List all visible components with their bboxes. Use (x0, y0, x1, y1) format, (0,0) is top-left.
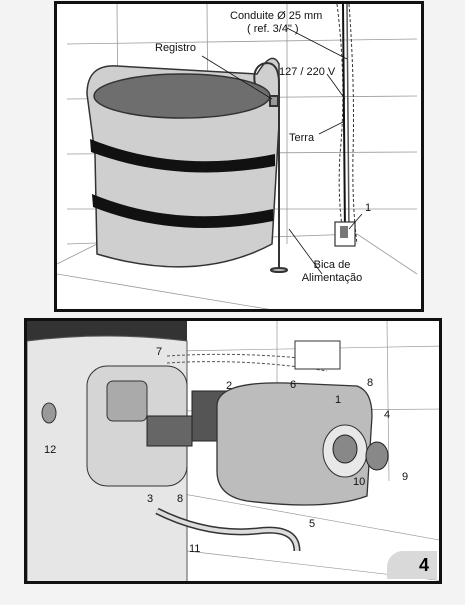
callout-8-left: 8 (177, 493, 184, 505)
wall-outlet-box (294, 340, 341, 370)
callout-7: 7 (156, 346, 163, 358)
faucet-spout (253, 62, 288, 273)
registro-label: Registro (155, 42, 196, 54)
conduit-ref-label: ( ref. 3/4" ) (247, 23, 299, 35)
heater-mechanism (86, 353, 328, 487)
terra-label: Terra (289, 132, 315, 144)
callout-6: 6 (290, 379, 297, 391)
bica-label-line2: Alimentação (301, 272, 363, 284)
bathtub (86, 57, 280, 268)
heater-cover (216, 382, 373, 506)
callout-11: 11 (189, 543, 201, 555)
control-knob (365, 441, 389, 471)
callout-1: 1 (335, 394, 342, 406)
callout-12: 12 (44, 444, 57, 456)
callout-1: 1 (365, 202, 372, 214)
bica-label-line1: Bica de (313, 259, 351, 271)
installation-illustration (57, 4, 418, 309)
callout-10: 10 (353, 476, 366, 488)
callout-8-right: 8 (367, 377, 374, 389)
callout-5: 5 (309, 518, 316, 530)
callout-4: 4 (384, 409, 391, 421)
callout-3: 3 (147, 493, 154, 505)
conduit-label: Conduite Ø 25 mm (230, 10, 323, 22)
callout-9: 9 (402, 471, 409, 483)
callout-2: 2 (226, 380, 233, 392)
installation-diagram-panel: Conduite Ø 25 mm ( ref. 3/4" ) Registro … (54, 1, 424, 312)
leader-lines (201, 27, 363, 275)
exploded-view-panel: 7 2 6 8 1 4 9 10 12 3 8 5 11 4 (24, 318, 442, 584)
voltage-label: 127 / 220 V (279, 66, 336, 78)
electrical-conduit (334, 4, 358, 247)
exploded-view-illustration (27, 321, 439, 581)
page-number: 4 (387, 551, 437, 579)
